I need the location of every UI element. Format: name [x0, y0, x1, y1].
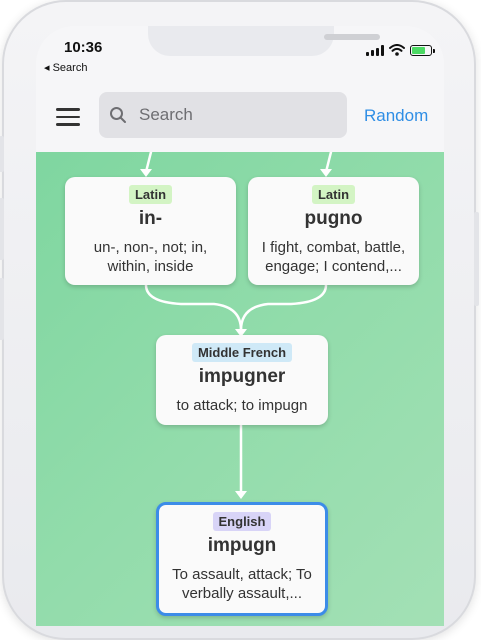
phone-side-button	[0, 198, 4, 260]
random-button[interactable]: Random	[364, 106, 429, 125]
phone-side-button	[474, 212, 479, 306]
etymology-node-pugno[interactable]: Latin pugno I fight, combat, battle, eng…	[248, 177, 419, 285]
language-badge: Middle French	[191, 343, 293, 362]
node-gloss: to attack; to impugn	[176, 397, 308, 414]
status-icons	[366, 44, 435, 56]
wifi-icon	[389, 44, 405, 56]
node-gloss: To assault, attack; To verbally assault,…	[172, 566, 312, 602]
menu-icon[interactable]	[56, 108, 80, 126]
toolbar: Random	[36, 88, 444, 152]
speaker	[324, 34, 380, 40]
language-badge: Latin	[128, 185, 173, 204]
search-input[interactable]	[137, 104, 341, 126]
search-box[interactable]	[99, 92, 347, 138]
arrowhead	[235, 491, 247, 499]
connector-top-right	[324, 152, 333, 174]
node-word: in-	[138, 208, 163, 229]
etymology-graph: Latin in- un-, non-, not; in, within, in…	[36, 152, 444, 626]
status-time: 10:36	[64, 39, 103, 56]
node-word: impugn	[207, 535, 277, 556]
phone-side-button	[0, 278, 4, 340]
arrowhead	[235, 329, 247, 337]
node-word: impugner	[198, 366, 286, 387]
node-gloss: un-, non-, not; in, within, inside	[93, 239, 208, 275]
etymology-node-impugn[interactable]: English impugn To assault, attack; To ve…	[156, 502, 328, 616]
notch	[148, 26, 380, 56]
etymology-node-in[interactable]: Latin in- un-, non-, not; in, within, in…	[65, 177, 236, 285]
language-badge: Latin	[311, 185, 356, 204]
etymology-node-impugner[interactable]: Middle French impugner to attack; to imp…	[156, 335, 328, 425]
app-screen: 10:36 ◂ Search	[36, 26, 444, 626]
arrowhead	[320, 169, 332, 177]
search-icon	[110, 107, 126, 123]
graph-connectors	[140, 152, 333, 499]
connector-in-to-impugner	[144, 283, 243, 332]
battery-icon	[410, 44, 435, 56]
cellular-signal-icon	[366, 44, 384, 56]
node-word: pugno	[304, 208, 363, 229]
connector-pugno-to-impugner	[239, 283, 328, 332]
back-to-search-link[interactable]: ◂ Search	[44, 62, 88, 74]
node-gloss: I fight, combat, battle, engage; I conte…	[261, 239, 406, 275]
language-badge: English	[212, 512, 272, 531]
phone-side-button	[0, 136, 4, 172]
arrowhead	[140, 169, 152, 177]
connector-top-left	[144, 152, 153, 174]
